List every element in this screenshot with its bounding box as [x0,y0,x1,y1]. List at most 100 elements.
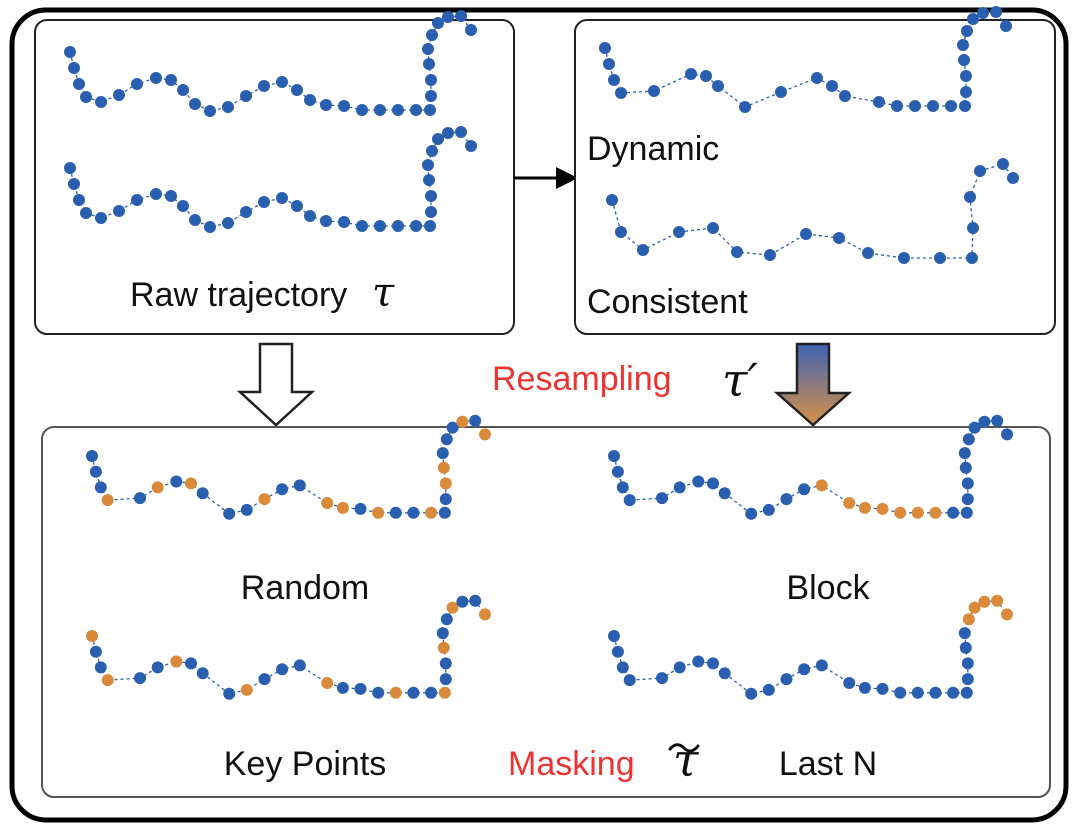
trajectory-point [957,39,969,51]
trajectory-point [134,672,146,685]
trajectory-point [426,29,438,41]
trajectory-point [599,42,611,54]
block-mask-trajectory [608,414,1013,520]
trajectory-point [113,205,125,217]
trajectory-point [1007,172,1019,184]
trajectory-point [432,17,444,29]
trajectory-point [862,247,874,259]
trajectory-point [258,196,270,208]
trajectory-point [392,104,404,116]
trajectory-point [648,85,660,97]
trajectory-point [372,686,385,699]
trajectory-point [424,104,436,116]
trajectory-point [961,477,974,490]
trajectory-point [811,72,823,84]
trajectory-point [656,492,668,505]
trajectory-point [304,94,316,106]
trajectory-point [151,661,164,674]
trajectory-point [967,13,979,25]
masked-point [968,601,981,614]
trajectory-point [616,661,629,674]
trajectory-point [354,502,367,515]
trajectory-point [240,206,252,218]
trajectory-point [196,667,209,680]
trajectory-point [611,465,624,478]
trajectory-point [826,80,838,92]
trajectory-point [410,104,422,116]
raw-trajectory-1 [64,10,477,117]
raw-trajectory-2 [64,126,477,233]
trajectory-point [410,220,422,232]
trajectory-point [356,220,368,232]
trajectory-point [165,74,177,86]
masked-point [991,594,1004,607]
trajectory-point [258,673,271,686]
block-label: Block [786,569,870,607]
trajectory-point [131,78,143,90]
trajectory-point [425,74,437,86]
trajectory-point [189,214,201,226]
trajectory-point [455,10,467,22]
masked-point [372,506,385,519]
trajectory-point [89,465,102,478]
masked-point [437,461,450,474]
trajectory-point [707,222,719,234]
trajectory-point [990,6,1002,18]
trajectory-point [977,7,989,19]
trajectory-point [407,686,420,699]
trajectory-point [189,98,201,110]
trajectory-point [718,487,731,500]
masked-point [978,595,991,608]
trajectory-point [95,212,107,224]
outer-frame [9,7,1069,823]
trajectory-point [150,72,162,84]
key-points-label: Key Points [224,745,387,783]
trajectory-point [700,70,712,82]
trajectory-point [616,481,629,494]
masked-point [185,477,197,490]
trajectory-point [94,661,107,674]
trajectory-point [425,206,437,218]
trajectory-point [997,158,1009,170]
trajectory-point [222,101,234,113]
trajectory-point [338,100,350,112]
masked-point [151,481,164,494]
trajectory-point [80,91,92,103]
trajectory-point [961,673,974,686]
trajectory-point [873,96,885,108]
trajectory-point [858,681,871,694]
trajectory-point [673,661,686,674]
masked-point [446,601,459,614]
trajectory-point [196,487,209,500]
trajectory-point [276,192,288,204]
masked-point [425,506,438,519]
dynamic-trajectory [599,6,1012,113]
trajectory-path [69,131,472,228]
raw-trajectory-label: Raw trajectory [130,276,347,314]
trajectory-point [798,483,811,496]
trajectory-point [423,174,435,186]
trajectory-point [240,503,253,516]
trajectory-point [1001,428,1013,441]
trajectory-point [89,645,102,658]
trajectory-point [320,99,332,111]
masked-point [1001,608,1013,621]
trajectory-point [608,630,620,642]
trajectory-point [113,89,125,101]
trajectory-point [291,200,303,212]
trajectory-point [338,216,350,228]
trajectory-point [407,506,420,519]
trajectory-point [336,681,349,694]
trajectory-point [422,159,434,171]
trajectory-point [436,447,449,460]
masked-point [101,674,114,687]
trajectory-point [455,126,467,138]
masked-point [101,494,114,507]
tau-symbol: τ [372,270,395,316]
trajectory-point [745,687,758,700]
trajectory-point [718,667,731,680]
trajectory-point [764,249,776,261]
trajectory-point [258,80,270,92]
last-n-label: Last N [779,745,877,783]
